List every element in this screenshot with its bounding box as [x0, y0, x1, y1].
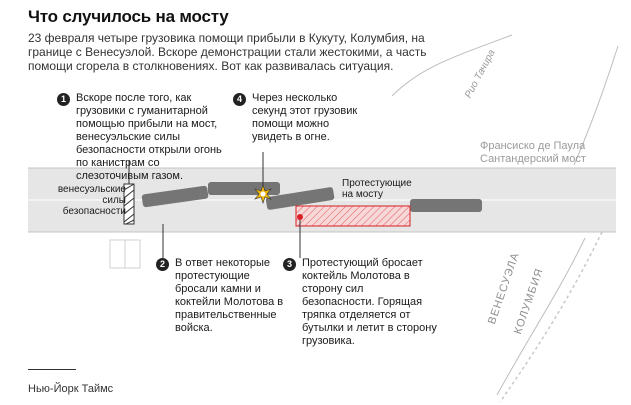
annotation-badge-1: 1 [57, 93, 70, 106]
protester-area-hatch [296, 206, 410, 226]
river-bank-left [391, 34, 513, 97]
intro-text: 23 февраля четыре грузовика помощи прибы… [28, 31, 427, 73]
security-forces-label: венесуэльские силы безопасности [57, 184, 126, 217]
annotation-1: Вскоре после того, как грузовики с гуман… [76, 92, 222, 182]
bridge-name-label: Франсиско де Паула Сантандерский мост [480, 140, 586, 165]
protester-label: Протестующие на мосту [342, 178, 412, 200]
border-line [499, 231, 603, 403]
barricade-hatch [123, 183, 135, 225]
annotation-badge-2: 2 [156, 258, 169, 271]
fire-icon [254, 184, 272, 204]
truck-4 [410, 199, 482, 212]
annotation-badge-4: 4 [233, 93, 246, 106]
river-bank-lower [496, 237, 586, 396]
river-bank-right [573, 45, 619, 166]
truck-1 [141, 185, 209, 208]
credit-text: Нью-Йорк Таймс [28, 383, 114, 395]
credit-rule [28, 369, 76, 370]
protester-marker [297, 214, 303, 220]
truck-3 [265, 187, 335, 210]
annotation-3: Протестующий бросает коктейль Молотова в… [302, 257, 437, 347]
page-title: Что случилось на мосту [28, 7, 229, 26]
truck-2 [208, 182, 280, 195]
annotation-2: В ответ некоторые протестующие бросали к… [175, 257, 284, 334]
annotation-4: Через несколько секунд этот грузовик пом… [252, 92, 358, 143]
annotation-badge-3: 3 [283, 258, 296, 271]
